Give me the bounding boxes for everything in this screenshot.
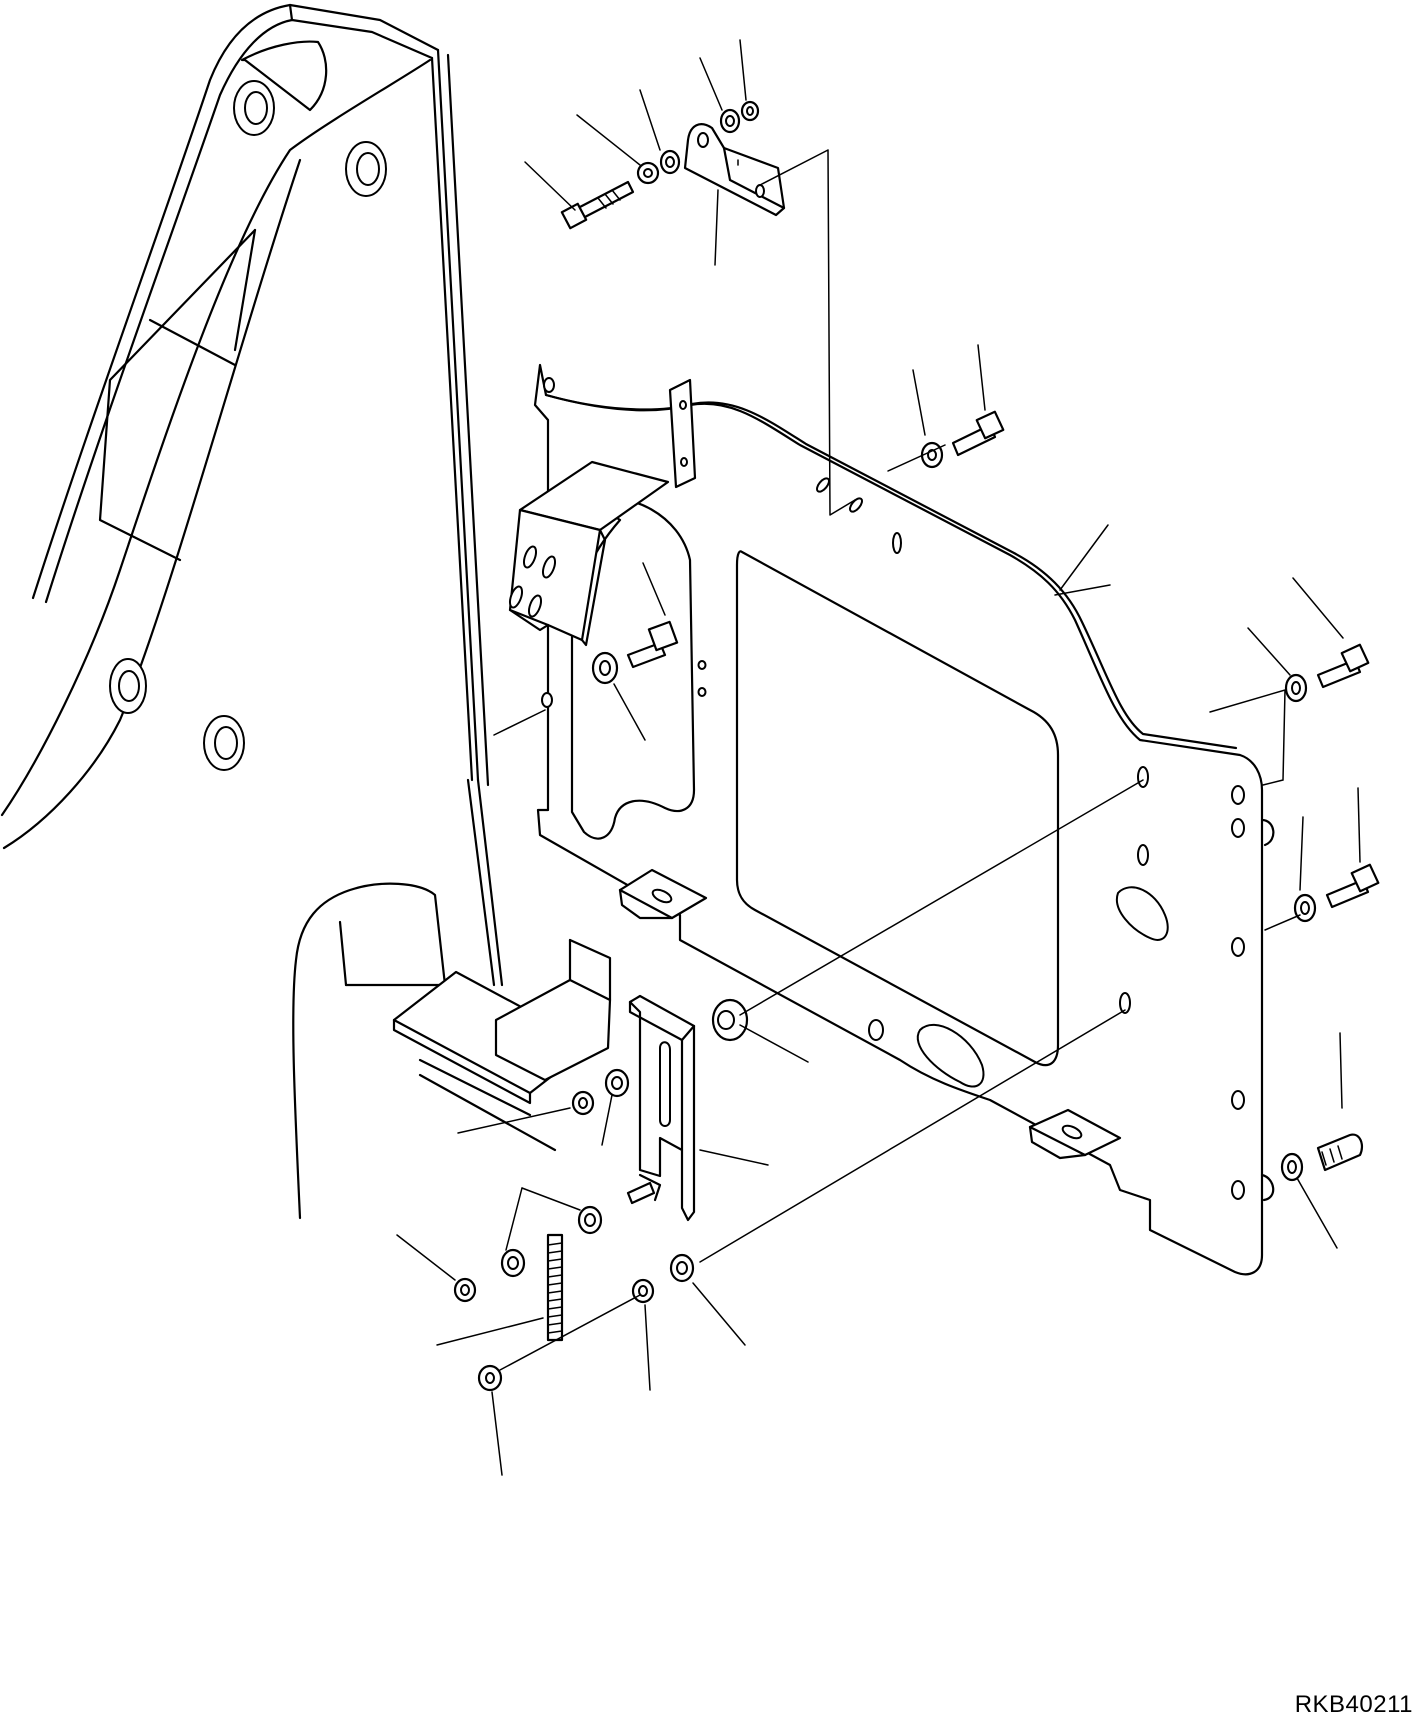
plate-post [670, 380, 695, 487]
drawing-reference-code: RKB40211 [1294, 1691, 1413, 1718]
frame-structure [2, 5, 502, 1218]
frame-bosses [110, 81, 386, 770]
fasteners-mid [455, 622, 747, 1390]
top-bracket-assembly [562, 102, 784, 228]
floor-bracket [394, 940, 610, 1150]
leader-lines [397, 40, 1360, 1475]
main-mounting-plate [535, 365, 1273, 1274]
clamp-bracket [508, 462, 668, 645]
